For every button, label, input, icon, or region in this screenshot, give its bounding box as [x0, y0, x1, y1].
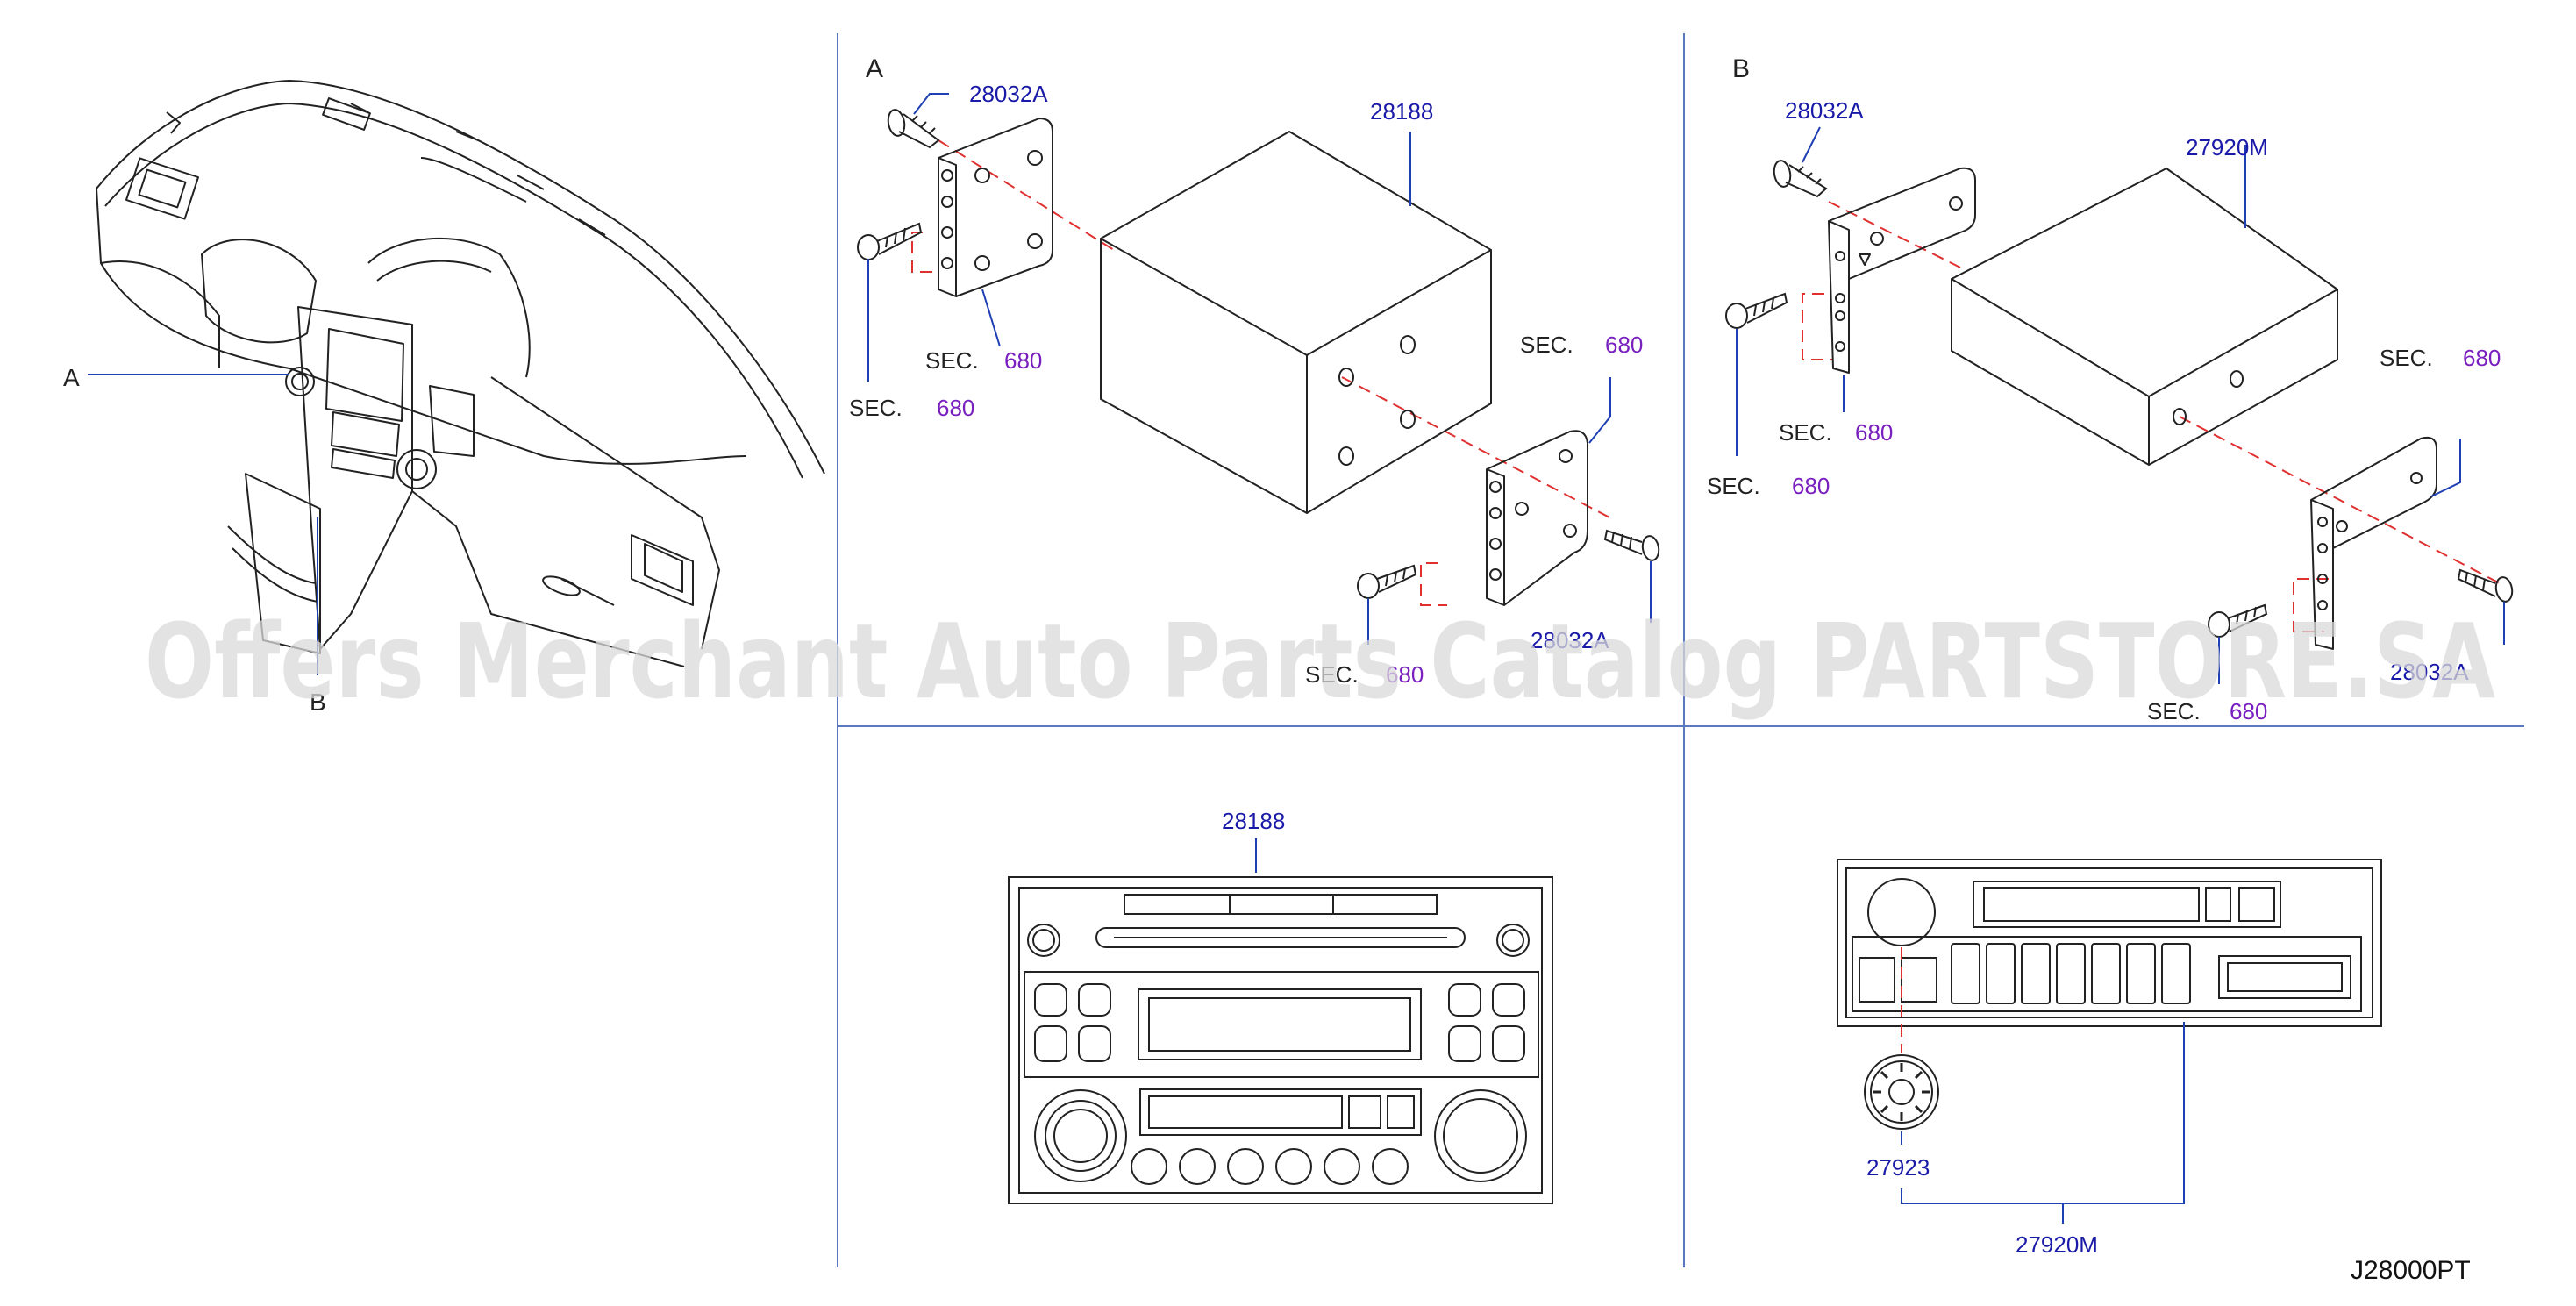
radio-faceplate — [1008, 876, 1553, 1204]
dashboard-overview — [96, 80, 825, 667]
view-a-part-top-screw: 28032A — [969, 81, 1048, 107]
view-a-callout-lines — [867, 93, 1652, 645]
view-a-dashed-lines — [911, 139, 1610, 606]
view-b-callout-lines — [1736, 126, 2505, 684]
screw-icon — [887, 109, 940, 149]
view-a-sec-label: SEC. — [925, 347, 979, 374]
view-b-screws — [1725, 160, 2514, 638]
bottom-right-part-unit: 27920M — [2016, 1231, 2098, 1258]
radio-front-27920m: 27923 27920M — [1837, 859, 2382, 1258]
panel-dividers — [837, 33, 2524, 1267]
view-b-sec-label: SEC. — [1707, 473, 1760, 499]
overview-label-a: A — [63, 364, 80, 391]
bottom-right-callout-lines — [1901, 1022, 2185, 1224]
view-b-sec-num: 680 — [2463, 345, 2501, 371]
view-a-sec-num: 680 — [937, 395, 974, 421]
view-b-radio-unit — [1951, 168, 2338, 466]
screw-icon — [1603, 529, 1660, 561]
bottom-right-part-knob: 27923 — [1866, 1154, 1930, 1181]
view-b-part-top-screw: 28032A — [1785, 97, 1864, 124]
screw-icon — [1773, 160, 1828, 198]
view-a-sec-num: 680 — [1605, 332, 1643, 358]
view-a-right-bracket — [1486, 430, 1588, 606]
view-b-title: B — [1732, 54, 1750, 83]
view-a-sec-label: SEC. — [849, 395, 903, 421]
radio-front-28188: 28188 — [1008, 808, 1553, 1204]
view-b-sec-num: 680 — [1792, 473, 1830, 499]
view-a-sec-num: 680 — [1004, 347, 1042, 374]
screw-icon — [2457, 568, 2514, 603]
overview-callouts: A B — [63, 364, 326, 716]
knob-icon — [1864, 1054, 1939, 1130]
view-b-sec-label: SEC. — [2380, 345, 2433, 371]
diagram-code: J28000PT — [2351, 1256, 2471, 1285]
view-a-left-bracket — [938, 118, 1053, 297]
view-a: A — [849, 54, 1660, 688]
view-b: B — [1707, 54, 2514, 724]
view-a-title: A — [866, 54, 883, 83]
view-b-left-bracket — [1828, 167, 1976, 374]
screw-icon — [1725, 292, 1788, 329]
view-b-part-radio: 27920M — [2186, 134, 2268, 161]
view-a-radio-unit — [1100, 131, 1492, 514]
view-b-part-right-screw: 28032A — [2390, 659, 2469, 685]
view-b-sec-num: 680 — [1855, 419, 1893, 446]
overview-label-b: B — [310, 689, 326, 716]
view-a-part-radio: 28188 — [1370, 98, 1433, 125]
view-a-sec-label: SEC. — [1520, 332, 1573, 358]
watermark-text: Offers Merchant Auto Parts Catalog PARTS… — [145, 601, 2495, 722]
view-a-sec-label: SEC. — [1305, 661, 1359, 688]
view-a-screws — [857, 109, 1660, 599]
radio-faceplate-cassette — [1837, 859, 2382, 1027]
view-b-right-bracket — [2310, 436, 2437, 650]
view-b-sec-label: SEC. — [2147, 698, 2201, 724]
view-a-sec-num: 680 — [1386, 661, 1424, 688]
screw-icon — [1357, 564, 1417, 599]
view-b-dashed-lines — [1802, 201, 2501, 632]
view-b-sec-num: 680 — [2230, 698, 2267, 724]
view-b-sec-label: SEC. — [1779, 419, 1832, 446]
bottom-left-part: 28188 — [1222, 808, 1285, 834]
view-a-part-right-screw: 28032A — [1531, 627, 1609, 653]
